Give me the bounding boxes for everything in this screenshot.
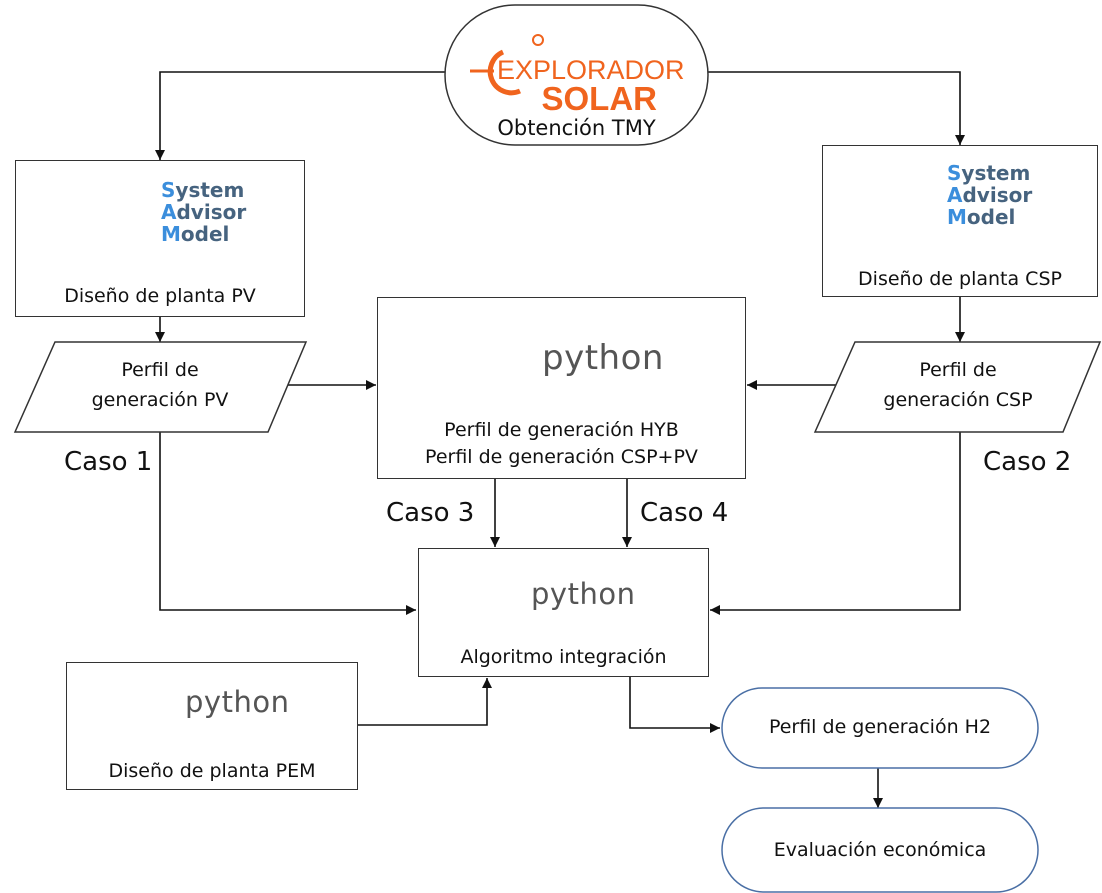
arrow-case2 (710, 432, 961, 615)
csp-design-box: System Advisor Model Diseño de planta CS… (822, 145, 1098, 297)
hyb-python-box: python Perfil de generación HYB Perfil d… (377, 297, 746, 479)
explorador-solar-logo (470, 34, 544, 96)
pem-box: python Diseño de planta PEM (66, 662, 358, 790)
hyb-line1: Perfil de generación HYB (444, 419, 679, 441)
pv-profile-line1: Perfil de (121, 359, 199, 381)
pv-profile-text: Perfil de generación PV (40, 355, 280, 415)
pv-design-caption: Diseño de planta PV (64, 285, 256, 307)
case-3-label: Caso 3 (386, 498, 475, 528)
h2-caption: Perfil de generación H2 (768, 716, 992, 738)
arrow-pem-to-integration (358, 678, 492, 726)
csp-profile-line2: generación CSP (883, 389, 1033, 411)
python-wordmark: python (542, 338, 664, 378)
case-4-label: Caso 4 (640, 498, 729, 528)
hyb-line2: Perfil de generación CSP+PV (425, 446, 698, 468)
sun-arc-icon (487, 49, 521, 96)
csp-profile-line1: Perfil de (919, 359, 997, 381)
python-wordmark: python (185, 685, 290, 719)
econ-eval-shape (721, 807, 1039, 893)
integration-caption: Algoritmo integración (460, 646, 667, 668)
explorador-word: EXPLORADOR (497, 55, 685, 85)
tmy-caption: Obtención TMY (497, 116, 656, 140)
csp-design-caption: Diseño de planta CSP (858, 268, 1062, 290)
hyb-caption: Perfil de generación HYB Perfil de gener… (378, 417, 745, 471)
csp-profile-shape (813, 341, 1102, 433)
arrow-case1 (159, 432, 416, 615)
integration-box: python Algoritmo integración (418, 548, 709, 677)
pv-profile-line2: generación PV (91, 389, 229, 411)
h2-profile-shape (721, 687, 1039, 769)
tmy-terminator (444, 4, 709, 146)
arrow-tmy-to-csp-design (708, 71, 965, 145)
case-2-label: Caso 2 (983, 447, 1072, 477)
orbit-dot-icon (532, 34, 544, 46)
pv-profile-shape (13, 341, 308, 433)
explorador-logo-text: EXPLORADOR SOLAR (497, 55, 685, 117)
sam-logo-text: System Advisor Model (161, 178, 247, 246)
python-wordmark: python (531, 577, 636, 611)
solar-word: SOLAR (541, 80, 658, 117)
pv-design-box: System Advisor Model Diseño de planta PV (15, 160, 305, 317)
case-1-label: Caso 1 (64, 447, 153, 477)
csp-profile-text: Perfil de generación CSP (838, 355, 1078, 415)
econ-caption: Evaluación económica (773, 839, 987, 861)
pem-caption: Diseño de planta PEM (108, 760, 316, 782)
arrow-integration-to-h2 (629, 677, 720, 733)
sam-logo-text: System Advisor Model (947, 161, 1033, 229)
arrow-tmy-to-pv-design (155, 71, 445, 160)
